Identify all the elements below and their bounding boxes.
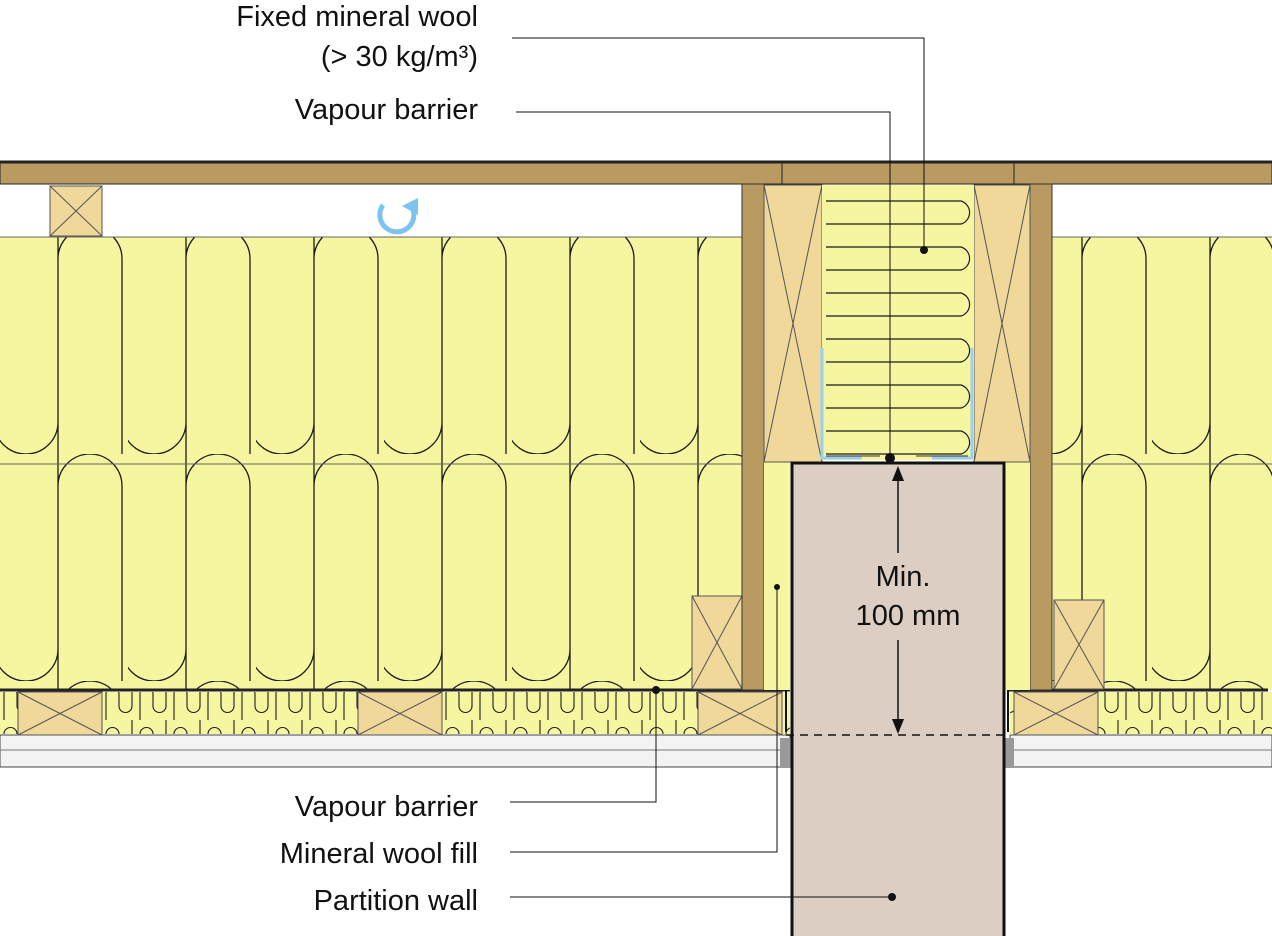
dimension-label-value: 100 mm [856,600,961,632]
ceiling-boards [0,734,1272,768]
steel-channels [820,348,974,460]
label-mineral-wool-fill: Mineral wool fill [280,838,478,870]
label-fixed-mineral-wool: Fixed mineral wool [236,1,478,33]
head-timbers [763,184,1031,463]
label-vapour-barrier-bottom: Vapour barrier [295,791,479,823]
label-vapour-barrier-top: Vapour barrier [295,94,479,126]
rotate-arrow-icon [377,198,418,235]
leader-lines [510,37,925,898]
fixed-mineral-wool-core [822,185,974,460]
dimension-arrow [892,466,904,734]
partition-wall [785,461,1009,936]
dimension-label-min: Min. [876,561,931,593]
studs [741,183,1053,691]
insulation-left [0,236,742,690]
battens [17,691,1099,736]
label-partition-wall: Partition wall [314,885,478,917]
top-joist [0,160,1272,185]
timber-blocks-lower [691,595,1105,690]
timber-block-top [49,185,103,237]
leader-dots [652,246,928,901]
label-fixed-mineral-wool-density: (> 30 kg/m³) [321,41,478,73]
